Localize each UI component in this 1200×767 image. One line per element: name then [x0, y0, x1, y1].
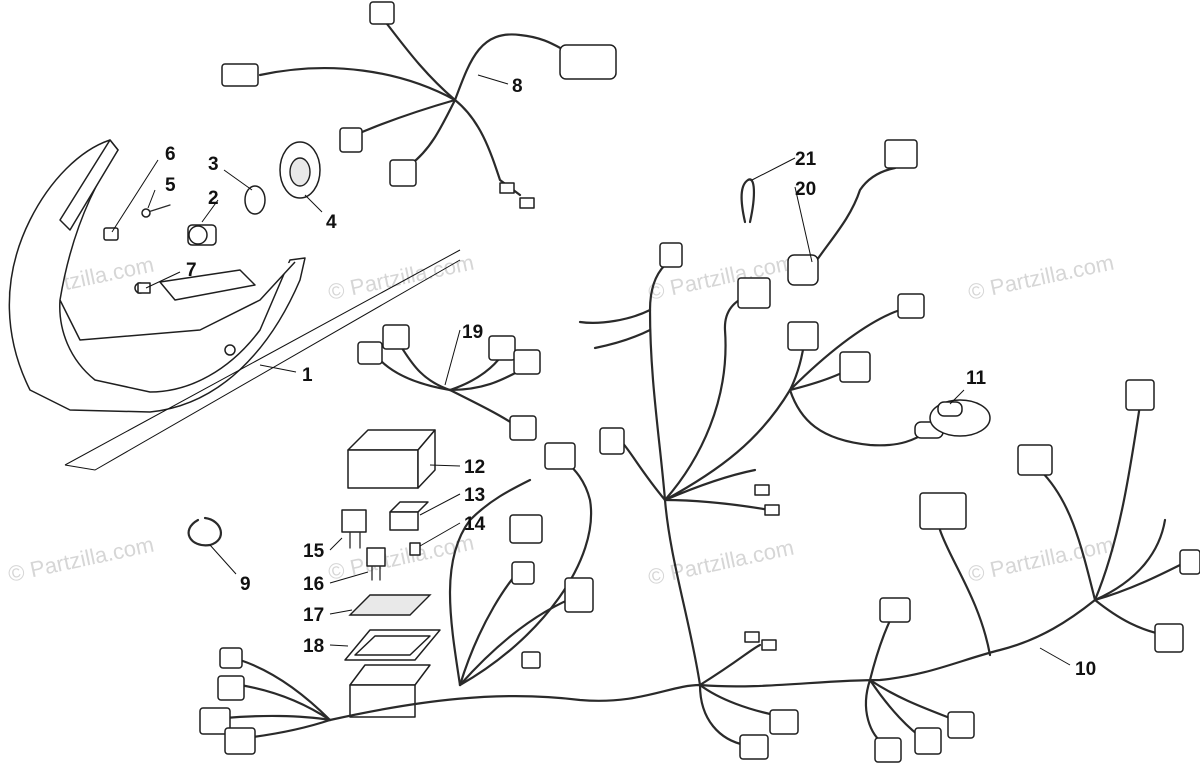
headlight-assembly — [8, 139, 461, 471]
clip — [103, 227, 119, 241]
callout-21: 21 — [795, 149, 817, 170]
retaining-clamp — [187, 516, 222, 547]
retaining-ring — [244, 185, 266, 215]
watermark: © Partzilla.com — [6, 532, 156, 587]
fuse-block-cover — [389, 501, 429, 531]
callout-5: 5 — [165, 175, 176, 196]
callout-20: 20 — [795, 179, 816, 200]
screw — [141, 204, 171, 218]
adapter-harness — [787, 139, 918, 286]
fuse-label — [348, 594, 432, 616]
watermark: © Partzilla.com — [966, 250, 1116, 305]
callout-13: 13 — [464, 485, 485, 506]
callout-10: 10 — [1075, 659, 1096, 680]
headlight-bulb — [187, 224, 217, 246]
relay-small — [366, 547, 386, 581]
watermark: © Partzilla.com — [966, 532, 1116, 587]
mini-fuse — [409, 542, 421, 556]
speed-nut — [137, 282, 151, 294]
callout-14: 14 — [464, 514, 486, 535]
leader-lines — [111, 74, 1071, 666]
callout-3: 3 — [208, 154, 219, 175]
callout-9: 9 — [240, 574, 251, 595]
cable-tie — [740, 178, 755, 224]
sub-harness — [357, 324, 541, 441]
resistor-lead — [929, 399, 991, 437]
relay-cover — [347, 429, 436, 489]
callout-7: 7 — [186, 260, 197, 281]
watermark: © Partzilla.com — [326, 250, 476, 305]
bulb-boot-seal — [279, 141, 321, 199]
callout-labels: 1 2 3 4 5 6 7 8 9 10 11 12 13 14 15 16 1… — [165, 76, 1096, 680]
callout-2: 2 — [208, 188, 219, 209]
relay-large — [341, 509, 367, 549]
callout-16: 16 — [303, 574, 324, 595]
watermark: © Partzilla.com — [646, 535, 796, 590]
callout-1: 1 — [302, 365, 313, 386]
callout-11: 11 — [966, 368, 987, 389]
callout-19: 19 — [462, 322, 483, 343]
fuse-box — [349, 664, 431, 718]
callout-12: 12 — [464, 457, 485, 478]
main-harness — [199, 242, 1200, 763]
headlight-harness — [221, 1, 617, 209]
fuse-box-gasket — [344, 629, 441, 661]
callout-15: 15 — [303, 541, 325, 562]
callout-18: 18 — [303, 636, 324, 657]
callout-6: 6 — [165, 144, 176, 165]
callout-4: 4 — [326, 212, 337, 233]
callout-17: 17 — [303, 605, 324, 626]
callout-8: 8 — [512, 76, 523, 97]
